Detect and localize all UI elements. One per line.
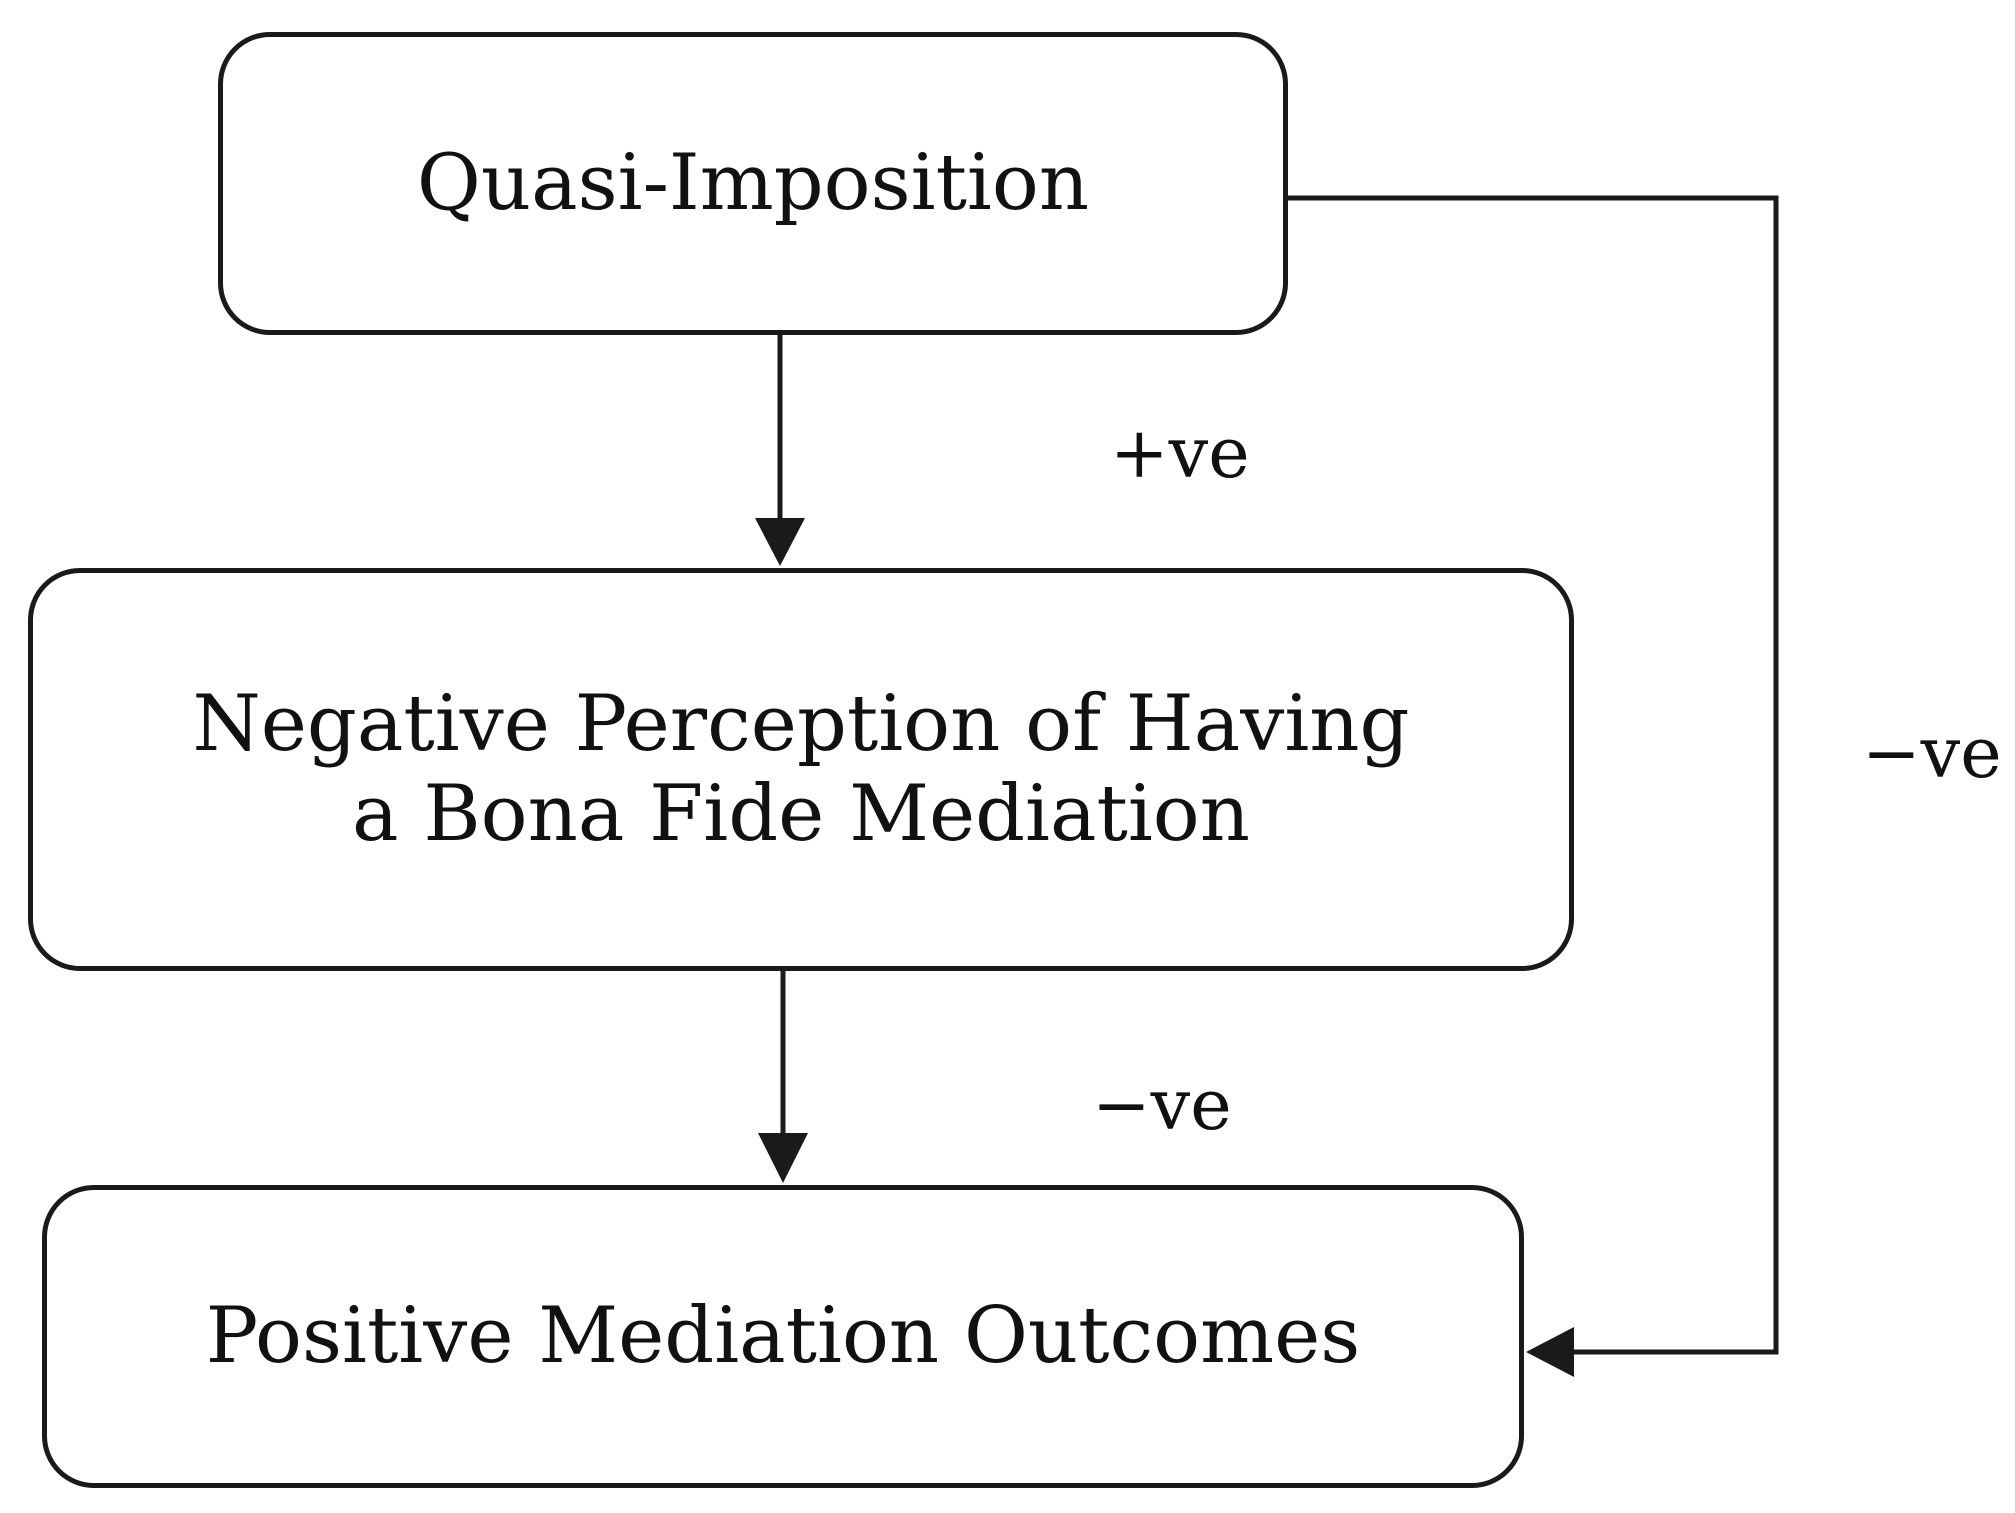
edge-label-quasi-to-negative: +ve bbox=[1110, 412, 1250, 494]
edge-quasi-to-positive bbox=[1288, 195, 1779, 1355]
node-quasi-imposition-label: Quasi-Imposition bbox=[416, 137, 1090, 228]
node-positive-outcomes: Positive Mediation Outcomes bbox=[42, 1185, 1524, 1488]
node-positive-outcomes-label: Positive Mediation Outcomes bbox=[205, 1290, 1361, 1381]
node-negative-perception-label: Negative Perception of Having a Bona Fid… bbox=[192, 678, 1410, 859]
arrowhead-quasi-to-positive bbox=[1526, 1327, 1574, 1377]
arrowhead-quasi-to-negative bbox=[755, 518, 805, 566]
edge-label-quasi-to-positive: −ve bbox=[1862, 712, 2002, 794]
node-negative-perception: Negative Perception of Having a Bona Fid… bbox=[28, 568, 1574, 971]
node-quasi-imposition: Quasi-Imposition bbox=[218, 32, 1288, 335]
arrowhead-negative-to-positive bbox=[758, 1133, 808, 1183]
edge-label-negative-to-positive: −ve bbox=[1092, 1064, 1232, 1146]
